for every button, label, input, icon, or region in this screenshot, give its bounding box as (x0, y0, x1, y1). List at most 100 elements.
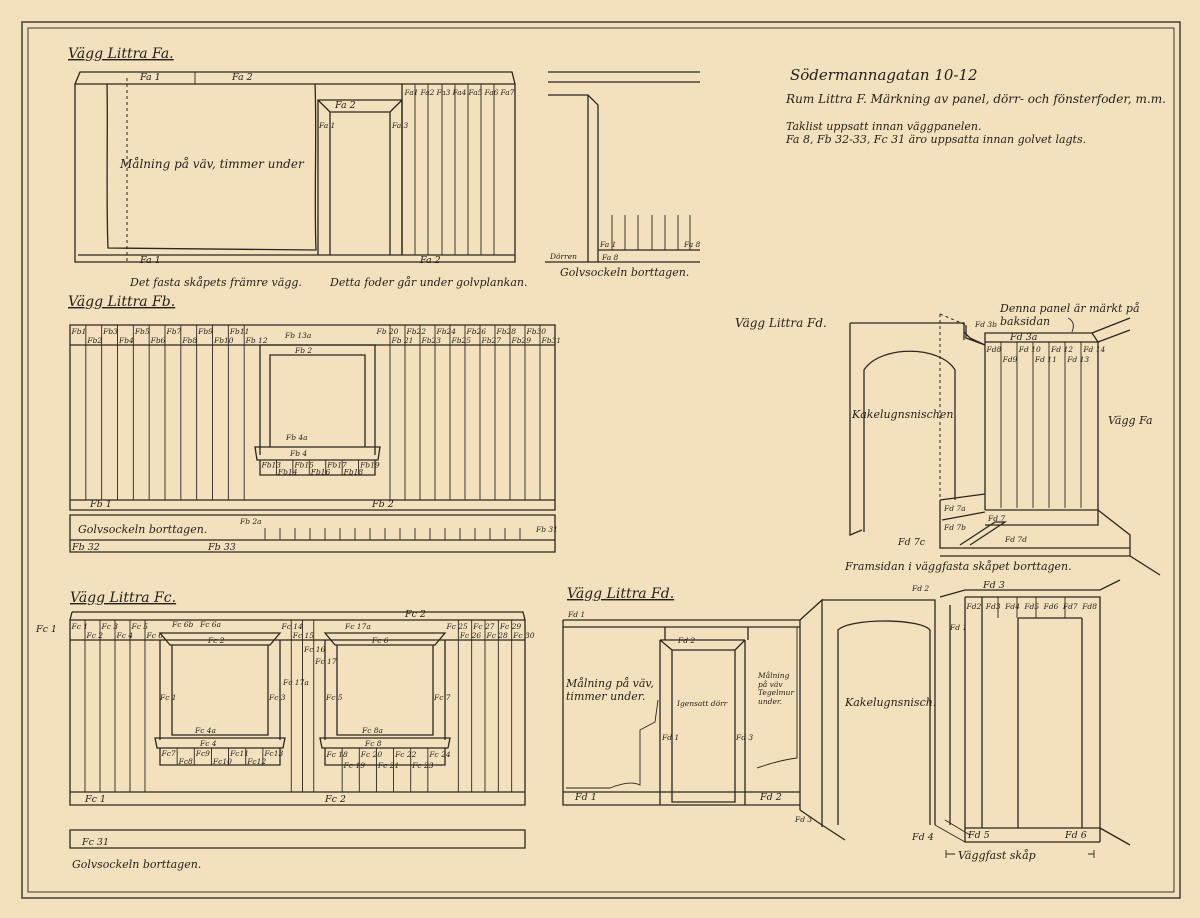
label-fc8: Fc 8 (364, 739, 382, 748)
panel-label: Fc 18 (326, 750, 349, 759)
label-door-left: Fa 1 (318, 121, 335, 130)
panel-label: Fb30 (526, 327, 547, 336)
panel-label: Fc 6 (146, 631, 164, 640)
note-panel-marked: Denna panel är märkt på baksidan (1000, 302, 1140, 328)
label-fd6: Fd 6 (1064, 830, 1087, 841)
panel-label: Fb23 (421, 336, 442, 345)
label-fb31: Fb 31 (535, 525, 558, 534)
label-fc6-win: Fc 6 (371, 636, 389, 645)
panel-label: Fb29 (511, 336, 532, 345)
label-fc17a-mid: Fc 17a (282, 678, 309, 687)
label-niche-lower: Kakelugnsnisch. (844, 696, 936, 709)
label-fc17a: Fc 17a (344, 622, 371, 631)
label-fb2-window: Fb 2 (294, 346, 312, 355)
note-installed: Fa 8, Fb 32-33, Fc 31 äro uppsatta innan… (785, 133, 1086, 146)
label-fa1-top: Fa 1 (139, 72, 161, 83)
label-fa8-side: Fa 8 (601, 253, 619, 262)
label-fc1-win: Fc 1 (159, 693, 177, 702)
panel-label: Fc 19 (343, 761, 366, 770)
label-fd7b: Fd 7b (943, 523, 966, 532)
label-fd7a: Fd 7a (943, 504, 966, 513)
panel-label: Fc10 (212, 757, 232, 766)
panel-label: Fc7 (161, 749, 176, 758)
panel-label: Fc 20 (360, 750, 383, 759)
panel-label: Fb31 (541, 336, 562, 345)
heading-fd-upper: Vägg Littra Fd. (735, 316, 827, 330)
panel-label: Fc 14 (281, 622, 304, 631)
label-door-top: Fa 2 (334, 100, 356, 111)
panel-label: Fb9 (197, 327, 213, 336)
wall-fc-elevation: Vägg Littra Fc. Fc 1Fc 2Fc 3Fc 4Fc 5Fc 6… (35, 590, 535, 871)
panel-label: Fa7 (500, 88, 515, 97)
panel-label: Fc 28 (486, 631, 509, 640)
label-fc1-top: Fc 1 (35, 624, 57, 635)
heading-fb: Vägg Littra Fb. (68, 294, 175, 310)
label-fa8-side-right: Fa 8 (683, 240, 701, 249)
label-fc6b: Fc 6b (171, 620, 194, 629)
panel-label: Fb17 (326, 461, 347, 470)
panel-label: Fc 22 (394, 750, 417, 759)
note-front-removed: Framsidan i väggfasta skåpet borttagen. (844, 560, 1072, 573)
heading-fa: Vägg Littra Fa. (68, 46, 174, 62)
label-fc2-top: Fc 2 (404, 609, 426, 620)
panel-label: Fb14 (277, 468, 298, 477)
label-painting: Målning på väv, timmer under (119, 156, 305, 171)
label-door-side: Dörren (549, 252, 577, 261)
label-painting-left: Målning på väv, timmer under. (566, 677, 654, 703)
panel-label: Fb6 (150, 336, 166, 345)
panel-label: Fc 26 (459, 631, 482, 640)
panel-label: Fc 29 (499, 622, 522, 631)
panel-label: Fc13 (263, 749, 283, 758)
label-fd7: Fd 7 (987, 514, 1005, 523)
label-fd1-side: Fd 1 (949, 623, 967, 632)
panel-label: Fd8 (1081, 602, 1097, 611)
label-fb2a: Fb 2a (239, 517, 262, 526)
label-fa2-top: Fa 2 (231, 72, 253, 83)
panel-label: Fc 24 (428, 750, 451, 759)
label-fb33: Fb 33 (207, 542, 236, 553)
panel-label: Fc 5 (131, 622, 149, 631)
panel-label: Fb11 (229, 327, 250, 336)
panel-label: Fc9 (195, 749, 210, 758)
panel-label: Fc 25 (446, 622, 469, 631)
panel-label: Fd7 (1062, 602, 1078, 611)
panel-label: Fa2 (420, 88, 435, 97)
panel-label: Fa4 (452, 88, 467, 97)
heading-fd-lower: Vägg Littra Fd. (567, 586, 674, 602)
panel-label: Fb10 (213, 336, 234, 345)
wall-fa-elevation: Vägg Littra Fa. Fa 1 Fa 2 Målning på väv… (68, 46, 527, 289)
label-wall-fa: Vägg Fa (1108, 414, 1153, 427)
note-cabinet-wall: Det fasta skåpets främre vägg. (129, 276, 302, 289)
panel-label: Fb25 (451, 336, 472, 345)
panel-label: Fc 21 (377, 761, 399, 770)
label-fb4: Fb 4 (289, 449, 307, 458)
panel-label: Fb22 (406, 327, 427, 336)
label-fc1-bottom: Fc 1 (84, 794, 106, 805)
panel-label: Fd 14 (1082, 345, 1105, 354)
panel-label: Fb1 (71, 327, 87, 336)
wall-fb-elevation: Vägg Littra Fb. Fb1Fb2Fb3Fb4Fb5Fb6Fb7Fb8… (68, 294, 561, 553)
label-fd3b: Fd 3b (974, 320, 997, 329)
outer-border (21, 21, 1181, 899)
panel-label: Fd9 (1002, 355, 1018, 364)
label-fc3-win: Fc 3 (268, 693, 286, 702)
label-fd5: Fd 5 (967, 830, 990, 841)
label-fb13a: Fb 13a (284, 331, 311, 340)
panel-label: Fd3 (985, 602, 1001, 611)
label-fb1-bottom: Fb 1 (89, 499, 112, 510)
label-niche-upper: Kakelugnsnischen (851, 408, 953, 421)
panel-label: Fd 12 (1050, 345, 1073, 354)
label-fc7-win: Fc 7 (433, 693, 451, 702)
label-fd1-bottom: Fd 1 (574, 792, 597, 803)
panel-label: Fb18 (343, 468, 364, 477)
panel-label: Fd8 (986, 345, 1002, 354)
label-fd3-base: Fd 3 (794, 815, 812, 824)
label-fa2-bottom: Fa 2 (419, 255, 441, 266)
panel-label: Fa6 (484, 88, 499, 97)
panel-label: Fb13 (261, 461, 282, 470)
panel-label: Fd2 (966, 602, 982, 611)
panel-label: Fc11 (229, 749, 249, 758)
panel-label: Fb5 (134, 327, 150, 336)
